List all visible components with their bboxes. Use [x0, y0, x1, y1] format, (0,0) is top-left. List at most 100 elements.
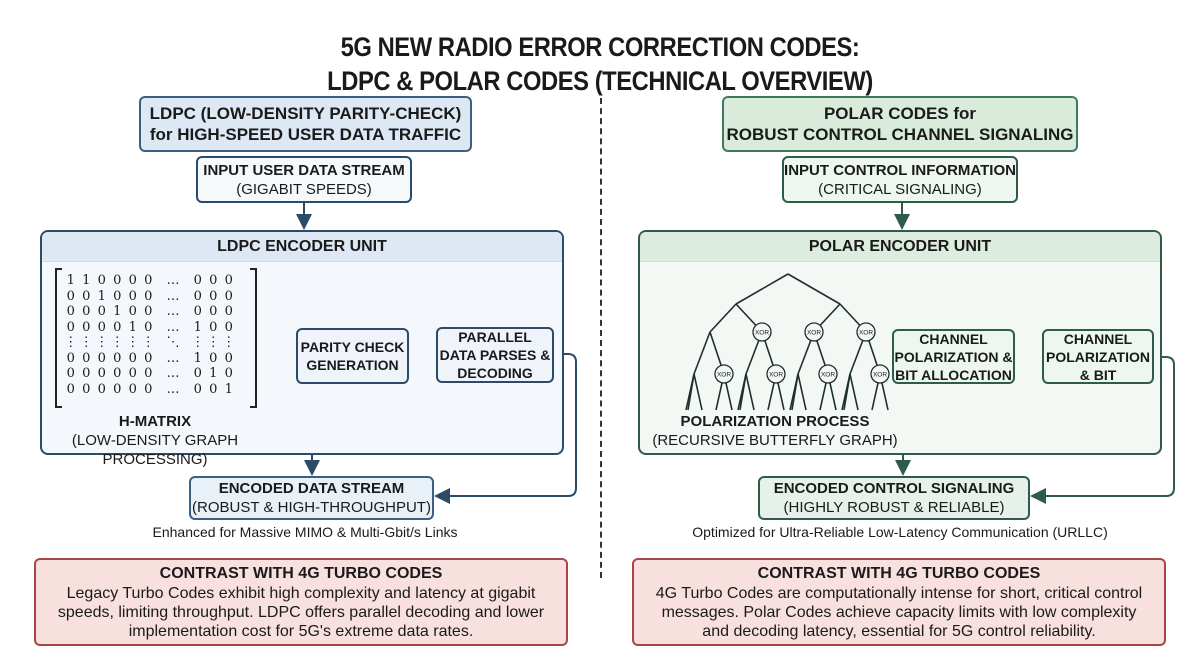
matrix-cell: 0 — [66, 319, 75, 335]
h-matrix-label: H-MATRIX — [118, 413, 192, 430]
matrix-cell: 0 — [113, 319, 122, 335]
matrix-cell: 0 — [97, 381, 106, 397]
polar-output-box: ENCODED CONTROL SIGNALING (HIGHLY ROBUST… — [758, 476, 1030, 520]
xor-node: XOR — [766, 364, 786, 384]
polar-step2-line-2: POLARIZATION — [1046, 348, 1150, 365]
matrix-cell: 1 — [82, 273, 91, 288]
h-matrix-caption: H-MATRIX (LOW-DENSITY GRAPH PROCESSING) — [30, 412, 280, 469]
graph-edge — [797, 373, 807, 411]
graph-edge — [687, 373, 695, 411]
matrix-cell: … — [166, 319, 180, 335]
ldpc-output-box: ENCODED DATA STREAM (ROBUST & HIGH-THROU… — [189, 476, 434, 520]
ldpc-contrast-title: CONTRAST WITH 4G TURBO CODES — [159, 565, 443, 582]
graph-edge — [745, 373, 755, 411]
matrix-cell: 0 — [193, 288, 202, 304]
parallel-line-1: PARALLEL — [458, 329, 532, 345]
matrix-cell: 0 — [193, 304, 202, 319]
polar-input-box: INPUT CONTROL INFORMATION (CRITICAL SIGN… — [782, 156, 1018, 203]
matrix-cell: 0 — [193, 381, 202, 397]
matrix-cell: 1 — [66, 273, 75, 288]
matrix-cell: 0 — [97, 304, 106, 319]
matrix-cell: 0 — [128, 273, 137, 288]
matrix-cell: 0 — [209, 304, 218, 319]
matrix-row: ⋮⋮⋮⋮⋮⋮⋱⋮⋮⋮ — [63, 335, 237, 351]
matrix-cell: 0 — [97, 350, 106, 366]
matrix-cell: 1 — [209, 366, 218, 381]
polar-header-line-1: POLAR CODES for — [823, 104, 977, 123]
xor-node: XOR — [818, 364, 838, 384]
ldpc-note: Enhanced for Massive MIMO & Multi-Gbit/s… — [152, 524, 458, 540]
ldpc-contrast-line-1: Legacy Turbo Codes exhibit high complexi… — [66, 585, 536, 602]
matrix-cell: 0 — [82, 319, 91, 335]
matrix-cell: 0 — [113, 366, 122, 381]
polar-output-title: ENCODED CONTROL SIGNALING — [773, 480, 1015, 497]
parity-check-line-1: PARITY CHECK — [300, 339, 405, 355]
matrix-cell: 0 — [113, 288, 122, 304]
polar-header-line-2: ROBUST CONTROL CHANNEL SIGNALING — [726, 125, 1074, 144]
xor-node: XOR — [870, 364, 890, 384]
matrix-cell: 1 — [128, 319, 137, 335]
matrix-cell: … — [166, 304, 180, 319]
polar-note: Optimized for Ultra-Reliable Low-Latency… — [692, 524, 1108, 540]
polar-input-subtitle: (CRITICAL SIGNALING) — [818, 180, 982, 198]
parity-check-line-2: GENERATION — [306, 357, 399, 373]
matrix-cell: 0 — [82, 350, 91, 366]
polar-encoder-title: POLAR ENCODER UNIT — [640, 232, 1160, 262]
ldpc-contrast-line-3: implementation cost for 5G's extreme dat… — [128, 623, 474, 640]
matrix-left-bracket — [55, 268, 62, 408]
matrix-cell: 0 — [97, 319, 106, 335]
graph-edge — [735, 273, 789, 305]
matrix-cell: 0 — [209, 288, 218, 304]
arrow-step2-to-output — [1030, 356, 1175, 504]
graph-edge — [739, 373, 747, 411]
graph-edge — [787, 273, 841, 305]
ldpc-header: LDPC (LOW-DENSITY PARITY-CHECK) for HIGH… — [139, 96, 472, 152]
matrix-cell: 0 — [224, 288, 233, 304]
arrow-parallel-to-output — [434, 353, 577, 504]
butterfly-caption: POLARIZATION PROCESS (RECURSIVE BUTTERFL… — [650, 412, 900, 450]
matrix-cell: 0 — [66, 304, 75, 319]
polar-output-subtitle: (HIGHLY ROBUST & RELIABLE) — [783, 499, 1005, 516]
svg-text:XOR: XOR — [769, 372, 783, 379]
matrix-right-bracket — [250, 268, 257, 408]
h-matrix-sublabel: (LOW-DENSITY GRAPH PROCESSING) — [71, 432, 239, 468]
matrix-cell: … — [166, 350, 180, 366]
title-line-2: LDPC & POLAR CODES (TECHNICAL OVERVIEW) — [327, 66, 873, 96]
matrix-cell: ⋮ — [64, 335, 78, 350]
graph-edge — [791, 373, 799, 411]
ldpc-input-subtitle: (GIGABIT SPEEDS) — [236, 180, 372, 198]
polar-contrast-title: CONTRAST WITH 4G TURBO CODES — [757, 565, 1041, 582]
matrix-cell: 0 — [113, 381, 122, 397]
graph-edge — [693, 331, 711, 375]
butterfly-sublabel: (RECURSIVE BUTTERFLY GRAPH) — [652, 432, 898, 449]
center-divider — [600, 98, 602, 578]
polar-step2-line-3: & BIT — [1079, 366, 1117, 383]
ldpc-contrast-box: CONTRAST WITH 4G TURBO CODES Legacy Turb… — [34, 558, 568, 646]
matrix-cell: 1 — [224, 381, 233, 397]
polar-input-title: INPUT CONTROL INFORMATION — [784, 161, 1016, 179]
parallel-line-3: DECODING — [457, 365, 533, 381]
graph-edge — [693, 373, 703, 411]
matrix-cell: 0 — [66, 288, 75, 304]
polar-step1-line-1: CHANNEL — [919, 330, 988, 347]
matrix-cell: ⋮ — [110, 335, 124, 350]
graph-edge — [843, 373, 851, 411]
page-title: 5G NEW RADIO ERROR CORRECTION CODES: LDP… — [72, 30, 1128, 98]
polar-contrast-box: CONTRAST WITH 4G TURBO CODES 4G Turbo Co… — [632, 558, 1166, 646]
matrix-cell: 0 — [128, 288, 137, 304]
matrix-cell: 0 — [144, 350, 153, 366]
ldpc-input-box: INPUT USER DATA STREAM (GIGABIT SPEEDS) — [196, 156, 412, 203]
matrix-cell: 0 — [82, 304, 91, 319]
matrix-cell: 0 — [113, 273, 122, 288]
matrix-cell: 0 — [128, 381, 137, 397]
matrix-cell: ⋮ — [79, 335, 93, 350]
matrix-cell: ⋮ — [141, 335, 155, 350]
matrix-cell: 1 — [193, 319, 202, 335]
matrix-cell: 0 — [128, 366, 137, 381]
matrix-cell: 0 — [66, 381, 75, 397]
